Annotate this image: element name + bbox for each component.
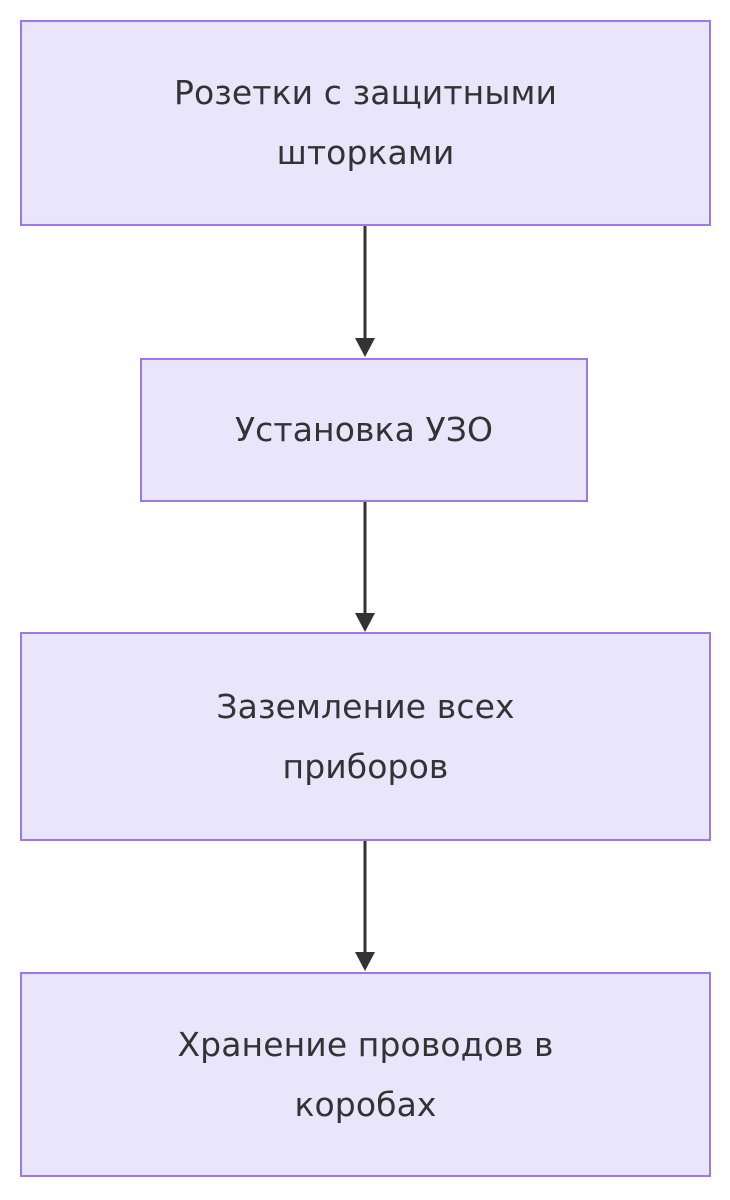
flow-node-khranenie-provodov-v-korobakh[interactable]: Хранение проводов в коробах [20,972,711,1177]
flow-node-label: Розетки с защитными шторками [173,73,558,172]
edge-n2-n3 [355,502,375,632]
flow-node-rozetki-s-zashchitnymi-shtorkami[interactable]: Розетки с защитными шторками [20,20,711,226]
flow-node-label: Установка УЗО [234,410,494,449]
flow-node-label: Хранение проводов в коробах [177,1024,554,1124]
flow-node-label: Заземление всех приборов [216,686,515,786]
flow-node-zazemlenie-vsekh-priborov[interactable]: Заземление всех приборов [20,632,711,841]
edge-n1-n2 [355,226,375,357]
edge-n3-n4 [355,841,375,971]
flow-node-ustanovka-uzo[interactable]: Установка УЗО [140,358,588,502]
